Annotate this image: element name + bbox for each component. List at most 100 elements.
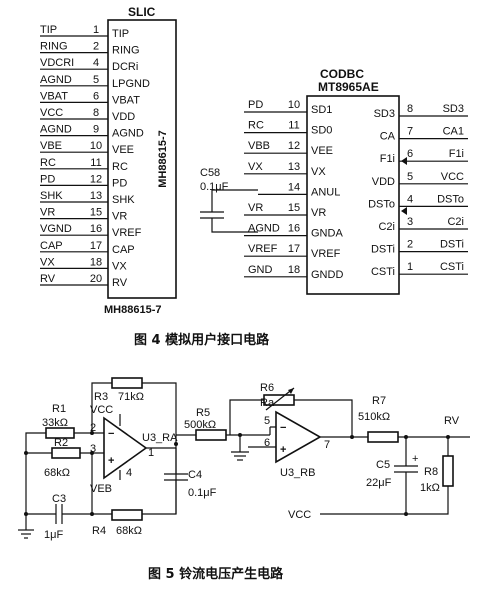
u3ra-label: U3_RA bbox=[142, 432, 178, 444]
codec-pin-number: 11 bbox=[288, 120, 299, 132]
slic-pin-function: VX bbox=[112, 260, 127, 272]
codec-pin-function: ANUL bbox=[311, 186, 340, 198]
slic-pin-number: 12 bbox=[90, 173, 102, 185]
codec-pin-net: VCC bbox=[441, 171, 464, 183]
codec-pin-function: SD3 bbox=[374, 108, 395, 120]
c3-label: C3 bbox=[52, 493, 66, 505]
codec-pin-number: 13 bbox=[288, 161, 300, 173]
codec-pin-number: 8 bbox=[407, 103, 413, 115]
slic-pin-function: VREF bbox=[112, 227, 142, 239]
slic-pin-net: SHK bbox=[40, 190, 63, 202]
capacitor-c5: C5 22μF + bbox=[366, 437, 418, 514]
codec-pin-number: 10 bbox=[288, 99, 300, 111]
codec-pin-net: VBB bbox=[248, 140, 270, 152]
resistor-r7 bbox=[367, 431, 399, 443]
r5-value: 500kΩ bbox=[184, 419, 216, 431]
slic-pin-number: 1 bbox=[93, 24, 99, 36]
codec-pin-net: CA1 bbox=[443, 126, 464, 138]
svg-text:7: 7 bbox=[324, 439, 330, 451]
capacitor-c4: C4 0.1μF bbox=[164, 448, 217, 514]
codec-pin-net: VR bbox=[248, 202, 263, 214]
codec-pin-function: SD0 bbox=[311, 125, 332, 137]
slic-pin-net: VCC bbox=[40, 107, 63, 119]
codec-pin-net: C2i bbox=[447, 216, 464, 228]
slic-pin-number: 9 bbox=[93, 124, 99, 136]
slic-pin-function: DCRi bbox=[112, 61, 138, 73]
svg-text:3: 3 bbox=[90, 443, 96, 455]
veb-opamp-a: VEB bbox=[90, 483, 112, 495]
r2-label: R2 bbox=[54, 437, 68, 449]
resistor-r4 bbox=[111, 509, 143, 521]
slic-pin-function: LPGND bbox=[112, 78, 150, 90]
codec-pin-net: AGND bbox=[248, 223, 280, 235]
codec-pin-function: GNDD bbox=[311, 269, 343, 281]
slic-pin-net: TIP bbox=[40, 24, 57, 36]
codec-pin-net: DSTi bbox=[440, 239, 464, 251]
slic-pin-net: VX bbox=[40, 256, 55, 268]
r4-value: 68kΩ bbox=[116, 525, 142, 537]
slic-pin-17: CAP 17 CAP bbox=[40, 240, 135, 256]
slic-pin-number: 8 bbox=[93, 107, 99, 119]
codec-pin-number: 2 bbox=[407, 239, 413, 251]
slic-pin-net: RV bbox=[40, 273, 56, 285]
codec-title: CODBC bbox=[320, 67, 364, 81]
c5-label: C5 bbox=[376, 459, 390, 471]
resistor-r5 bbox=[195, 429, 227, 441]
codec-pin-number: 12 bbox=[288, 140, 300, 152]
ring-generator-circuit: R1 33kΩ R2 68kΩ C3 1μF R4 68kΩ − bbox=[18, 377, 470, 541]
slic-pin-number: 17 bbox=[90, 240, 102, 252]
slic-pin-number: 20 bbox=[90, 273, 102, 285]
dsto-output-arrow bbox=[401, 207, 407, 215]
slic-pin-number: 6 bbox=[93, 90, 99, 102]
svg-text:+: + bbox=[280, 444, 286, 456]
svg-text:−: − bbox=[280, 422, 286, 434]
r1-label: R1 bbox=[52, 403, 66, 415]
ground-symbol-left bbox=[18, 444, 34, 539]
svg-text:+: + bbox=[108, 455, 114, 467]
r6-label: R6 bbox=[260, 382, 274, 394]
codec-pin-number: 1 bbox=[407, 261, 413, 273]
r8-value: 1kΩ bbox=[420, 482, 440, 494]
c4-value: 0.1μF bbox=[188, 487, 217, 499]
codec-pin-net: VREF bbox=[248, 243, 278, 255]
f1i-input-arrow bbox=[401, 157, 407, 165]
codec-pin-number: 14 bbox=[288, 181, 300, 193]
slic-pin-net: VR bbox=[40, 207, 55, 219]
resistor-r2 bbox=[51, 447, 81, 459]
slic-pin-function: TIP bbox=[112, 28, 129, 40]
u3rb-label: U3_RB bbox=[280, 467, 315, 479]
codec-pin-function: GNDA bbox=[311, 228, 343, 240]
codec-pin-number: 7 bbox=[407, 126, 413, 138]
slic-pin-number: 4 bbox=[93, 57, 99, 69]
slic-pin-function: VBAT bbox=[112, 94, 140, 106]
slic-pin-function: VR bbox=[112, 211, 127, 223]
slic-pin-net: VDCRI bbox=[40, 57, 74, 69]
r4-label: R4 bbox=[92, 525, 106, 537]
capacitor-c3: C3 1μF bbox=[24, 493, 92, 541]
codec-pin-net: PD bbox=[248, 99, 263, 111]
codec-pin-net: CSTi bbox=[440, 261, 464, 273]
slic-pin-number: 11 bbox=[90, 157, 101, 169]
svg-text:+: + bbox=[412, 453, 418, 465]
figure5-caption: 图 5 铃流电压产生电路 bbox=[148, 566, 284, 582]
r7-label: R7 bbox=[372, 395, 386, 407]
slic-pin-net: RING bbox=[40, 41, 68, 53]
slic-bottom-label: MH88615-7 bbox=[104, 304, 161, 316]
c58-label: C58 bbox=[200, 167, 220, 179]
slic-pin-function: CAP bbox=[112, 244, 135, 256]
slic-pin-net: CAP bbox=[40, 240, 63, 252]
codec-part-number: MT8965AE bbox=[318, 80, 379, 94]
